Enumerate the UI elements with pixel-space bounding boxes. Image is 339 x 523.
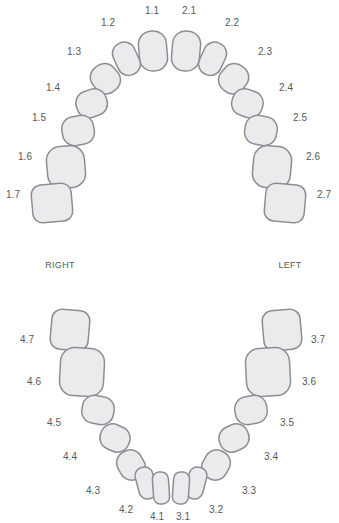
tooth bbox=[152, 471, 170, 504]
tooth-number: 3.6 bbox=[302, 377, 316, 387]
tooth bbox=[59, 347, 105, 397]
tooth-number: 4.3 bbox=[86, 486, 100, 496]
side-label: RIGHT bbox=[45, 261, 75, 270]
tooth bbox=[243, 113, 280, 147]
tooth-number: 1.6 bbox=[18, 152, 32, 162]
tooth-number: 4.5 bbox=[47, 418, 61, 428]
tooth bbox=[80, 393, 116, 426]
tooth bbox=[233, 393, 269, 426]
tooth-number: 2.3 bbox=[258, 47, 272, 57]
tooth bbox=[261, 308, 302, 351]
tooth bbox=[263, 182, 306, 223]
tooth-number: 3.1 bbox=[176, 512, 190, 522]
tooth-number: 4.2 bbox=[119, 505, 133, 515]
tooth-number: 4.4 bbox=[63, 452, 77, 462]
tooth-number: 2.1 bbox=[182, 6, 196, 16]
tooth-number: 2.6 bbox=[306, 152, 320, 162]
tooth bbox=[49, 308, 90, 351]
tooth-number: 3.2 bbox=[209, 505, 223, 515]
tooth bbox=[251, 144, 293, 189]
tooth bbox=[172, 471, 190, 504]
tooth-number: 4.7 bbox=[20, 335, 34, 345]
tooth-number: 4.6 bbox=[27, 377, 41, 387]
tooth-number: 1.2 bbox=[101, 18, 115, 28]
tooth bbox=[245, 347, 291, 397]
tooth-number: 2.5 bbox=[293, 113, 307, 123]
tooth-number: 1.4 bbox=[46, 83, 60, 93]
tooth-number: 3.7 bbox=[311, 335, 325, 345]
tooth-number: 1.5 bbox=[32, 113, 46, 123]
tooth-number: 2.2 bbox=[225, 18, 239, 28]
tooth-number: 2.4 bbox=[279, 83, 293, 93]
tooth-number: 1.7 bbox=[6, 190, 20, 200]
tooth bbox=[170, 30, 201, 72]
tooth bbox=[137, 30, 168, 72]
tooth-number: 3.5 bbox=[280, 418, 294, 428]
tooth-number: 3.3 bbox=[242, 486, 256, 496]
tooth bbox=[30, 182, 73, 223]
tooth-number: 3.4 bbox=[264, 452, 278, 462]
tooth-number: 2.7 bbox=[317, 190, 331, 200]
tooth-number: 1.1 bbox=[145, 6, 159, 16]
tooth bbox=[60, 113, 97, 147]
tooth bbox=[45, 144, 87, 189]
tooth-number: 4.1 bbox=[150, 512, 164, 522]
tooth-number: 1.3 bbox=[67, 47, 81, 57]
side-label: LEFT bbox=[278, 261, 301, 270]
